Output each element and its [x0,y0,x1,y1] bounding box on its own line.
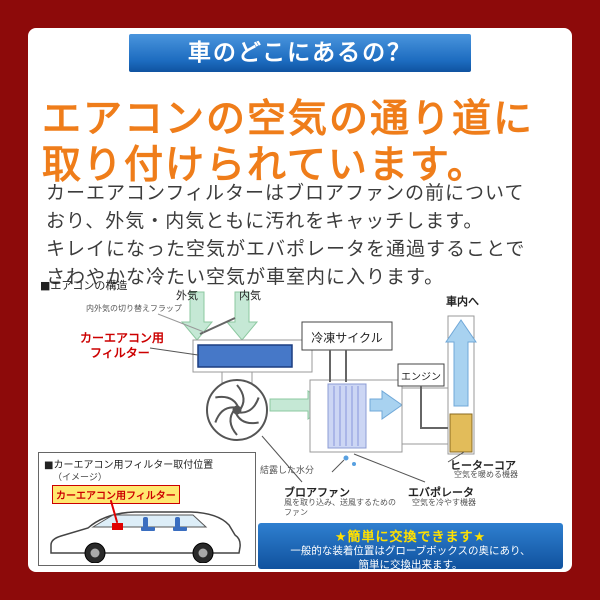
label-filter-line-1: カーエアコン用 [80,331,165,345]
heading-line-1: エアコンの空気の通り道に [42,97,535,142]
replace-headline: ★簡単に交換できます★ [334,530,487,545]
intro-line-1: カーエアコンフィルターはブロアファンの前について [46,182,525,204]
label-engine: エンジン [401,372,441,383]
condensation-drops-icon [331,455,356,473]
replace-text-1: 一般的な装着位置はグローブボックスの奥にあり、 [290,545,531,557]
label-condensation: 結露した水分 [260,466,315,476]
engine-box [397,363,448,429]
blower-fan-leader-line [261,435,303,483]
heater-core-box [449,413,473,453]
heater-core-leader-line [447,451,465,463]
evaporator-unit [309,379,403,453]
label-to-cabin: 車内へ [446,295,479,308]
mount-title: ■カーエアコン用フィルター取付位置 [44,460,214,471]
label-heater-core: ヒーターコア [450,459,516,472]
cooled-airflow-arrow-icon [369,390,403,420]
cabin-filter [149,339,313,373]
heading-line-2: 取り付けられています。 [42,143,488,188]
intro-line-3: キレイになった空気がエバポレータを通過することで [46,238,526,260]
flap-leader-line [157,313,205,333]
air-switch-flap [199,317,236,335]
label-outside-air: 外気 [176,289,198,302]
replace-info-box: ★簡単に交換できます★ 一般的な装着位置はグローブボックスの奥にあり、 簡単に交… [258,523,563,571]
filter-location-marker [112,523,123,530]
intake-airflow-arrow-icon [180,291,259,341]
car-window [91,514,208,528]
note-blower-fan: 風を取り込み、送風するためのファン [284,498,396,517]
label-inside-air: 内気 [239,289,261,302]
refrigeration-cycle-box [301,321,393,382]
car-side-view [50,500,241,563]
label-blower-fan: ブロアファン [284,486,350,499]
filter-pointer-line [110,500,118,523]
label-evaporator: エバポレータ [408,486,474,499]
title-banner: 車のどこにあるの？ [129,34,471,72]
intro-line-2: おり、外気・内気ともに汚れをキャッチします。 [46,210,484,232]
evaporator-leader-line [353,453,426,483]
ac-structure-diagram [149,291,477,483]
mount-position-box: ■カーエアコン用フィルター取付位置 （イメージ） カーエアコン用フィルター [38,452,256,566]
to-cabin-arrow-icon [445,319,477,407]
note-evaporator: 空気を冷やす機器 [412,498,476,507]
car-seats [141,517,187,531]
note-heater-core: 空気を暖める機器 [454,470,518,479]
replace-text-2: 簡単に交換出来ます。 [358,558,463,571]
car-wheels [84,542,214,563]
diagram-title: ■エアコンの構造 [40,279,128,292]
label-flap-note: 内外気の切り替えフラップ [86,304,182,313]
mount-subtitle: （イメージ） [53,473,107,483]
duct-chamber [401,387,449,445]
label-filter-line-2: フィルター [90,346,150,360]
label-refrigeration-cycle: 冷凍サイクル [311,331,383,345]
filter-tag: カーエアコン用フィルター [52,485,180,504]
intro-line-4: さわやかな冷たい空気が車室内に入ります。 [46,266,445,288]
blower-fan-icon [206,379,268,441]
